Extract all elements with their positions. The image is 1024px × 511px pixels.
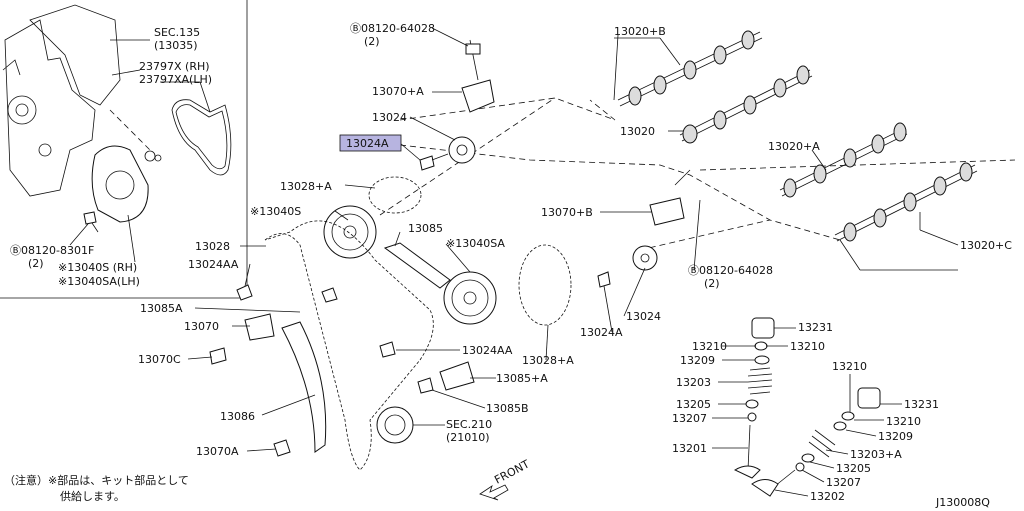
label-bolt-aa-left: 13024AA [188,258,239,271]
camshaft-13020-c [834,162,978,242]
label-inset-bolt: Ⓑ08120-8301F [10,244,94,257]
bolt-13024aa-mid [379,341,396,358]
highlight-13024a: 13024A [339,134,402,152]
camshaft-13020-a [779,122,908,198]
inset-panel [0,0,248,299]
label-sprocket-rh: ※13040S (RH) [58,261,137,274]
label-bolt-right-qty: (2) [704,277,720,290]
label-v13210r: 13210 [832,360,867,373]
label-gasket-rh: 23797X (RH) [139,60,210,73]
label-chain-a-right: 13028+A [522,354,574,367]
label-bolt-70c: 13070C [138,353,181,366]
tensioner-13070-a [461,39,495,113]
tensioner-13070-b [649,169,691,226]
label-sec135: SEC.135 [154,26,200,39]
sprocket-13040s [323,205,377,259]
label-chain-a: 13028+A [280,180,332,193]
label-v13207r: 13207 [826,476,861,489]
front-arrow [479,484,509,501]
sprocket-13040sa [443,271,497,325]
label-sec210-ref: (21010) [446,431,490,444]
sprocket-13024-top [448,136,476,164]
chain-13028-a-left [368,176,422,214]
label-v13231r: 13231 [904,398,939,411]
leader-lines [187,27,959,452]
bolt-13024aa-upper [321,287,338,303]
label-sprocket-13040sa: ※13040SA [446,237,505,250]
label-v13203: 13203 [676,376,711,389]
label-cam-b: 13020+B [614,25,666,38]
label-tensioner-b: 13070+B [541,206,593,219]
label-sprocket-lh: ※13040SA(LH) [58,275,140,288]
chain-13028-a-right [518,244,572,326]
label-cam-c: 13020+C [960,239,1012,252]
bolt-13024a-right [597,271,611,288]
label-guide-13085: 13085 [408,222,443,235]
crank-sprocket-sec210 [376,406,414,444]
label-bolt-top-qty: (2) [364,35,380,48]
guide-13085-a [439,361,475,391]
bolt-13024aa-left [236,284,253,301]
label-v13231: 13231 [798,321,833,334]
bolt-13024a-top [419,153,449,171]
tensioner-13070 [244,313,275,341]
label-tensioner-a: 13070+A [372,85,424,98]
note-line-2: 供給します。 [60,489,125,503]
label-sprocket-13024a-right: 13024A [580,326,623,339]
camshaft-13020-b [617,30,763,107]
highlight-box [339,134,402,152]
diagram-id: J130008Q [935,496,990,509]
label-cam-a: 13020+A [768,140,820,153]
label-bolt-top: Ⓑ08120-64028 [350,22,435,35]
label-front: FRONT [492,457,532,486]
label-sprocket-13024a: 13024A [346,137,389,150]
label-sprocket-13040s: ※13040S [250,205,301,218]
camshaft-13020 [679,65,813,144]
label-sprocket-13024-right: 13024 [626,310,661,323]
label-bolt-right: Ⓑ08120-64028 [688,264,773,277]
valve-leaders [712,327,902,497]
note-line-1: （注意）※部品は、キット部品として [4,473,189,487]
label-sec210: SEC.210 [446,418,492,431]
tension-guide-13086 [281,321,327,453]
label-v13205: 13205 [676,398,711,411]
valve-stack-left [733,317,775,479]
head-outline [399,97,616,121]
label-chain: 13028 [195,240,230,253]
bolt-13085b [417,377,434,394]
label-v13210: 13210 [692,340,727,353]
label-v13210r2: 13210 [886,415,921,428]
valve-stack-right [751,387,881,497]
label-bolt-70a: 13070A [196,445,239,458]
label-v13203a: 13203+A [850,448,902,461]
chain-13028 [264,220,434,471]
label-guide-85a-plus: 13085+A [496,372,548,385]
label-guide-85a: 13085A [140,302,183,315]
label-sec135-ref: (13035) [154,39,198,52]
label-v13205r: 13205 [836,462,871,475]
guide-13085 [383,242,451,289]
label-v13202: 13202 [810,490,845,503]
cover-plate [91,145,149,223]
label-v13209: 13209 [680,354,715,367]
gasket [171,99,232,176]
label-cam: 13020 [620,125,655,138]
label-bolt-aa-mid: 13024AA [462,344,513,357]
label-gasket-lh: 23797XA(LH) [139,73,212,86]
label-v13207: 13207 [672,412,707,425]
bolt-13070a [273,439,291,457]
sprocket-13024-right [632,245,658,271]
label-tensioner: 13070 [184,320,219,333]
label-inset-bolt-qty: (2) [28,257,44,270]
label-sprocket-13024: 13024 [372,111,407,124]
label-v13210b: 13210 [790,340,825,353]
bolt-13070c [209,347,227,365]
label-guide-85b: 13085B [486,402,529,415]
label-tension-guide: 13086 [220,410,255,423]
label-v13201: 13201 [672,442,707,455]
label-v13209r: 13209 [878,430,913,443]
